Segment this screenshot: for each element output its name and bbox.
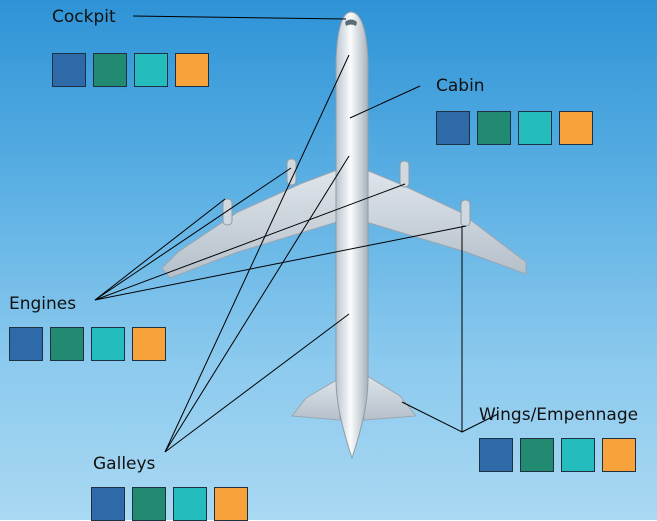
- cabin-swatches: [436, 111, 593, 145]
- swatch-blue[interactable]: [436, 111, 470, 145]
- swatch-orange[interactable]: [175, 53, 209, 87]
- swatch-blue[interactable]: [9, 327, 43, 361]
- swatch-teal[interactable]: [518, 111, 552, 145]
- cockpit-label: Cockpit: [52, 7, 116, 27]
- swatch-green[interactable]: [477, 111, 511, 145]
- left-tailplane: [291, 377, 341, 421]
- engine-left-outer: [222, 198, 233, 226]
- swatch-green[interactable]: [520, 438, 554, 472]
- engines-label: Engines: [9, 294, 77, 314]
- engine-left-inner: [286, 158, 297, 186]
- engines-swatches: [9, 327, 166, 361]
- swatch-green[interactable]: [50, 327, 84, 361]
- swatch-blue[interactable]: [479, 438, 513, 472]
- fuselage: [335, 11, 369, 460]
- leader-lines: [94, 15, 499, 453]
- swatch-orange[interactable]: [132, 327, 166, 361]
- swatch-teal[interactable]: [91, 327, 125, 361]
- cabin-label: Cabin: [436, 76, 485, 96]
- swatch-teal[interactable]: [561, 438, 595, 472]
- galleys-label: Galleys: [93, 454, 156, 474]
- swatch-orange[interactable]: [559, 111, 593, 145]
- cockpit-windshield: [345, 19, 357, 26]
- swatch-green[interactable]: [132, 487, 166, 521]
- swatch-blue[interactable]: [91, 487, 125, 521]
- engine-right-inner: [399, 160, 410, 188]
- swatch-teal[interactable]: [173, 487, 207, 521]
- right-tailplane: [363, 373, 417, 421]
- swatch-teal[interactable]: [134, 53, 168, 87]
- wings-empennage-label: Wings/Empennage: [479, 405, 639, 425]
- left-wing: [161, 169, 338, 279]
- engine-right-outer: [460, 199, 471, 227]
- swatch-green[interactable]: [93, 53, 127, 87]
- airplane: [161, 11, 527, 460]
- swatch-orange[interactable]: [602, 438, 636, 472]
- swatch-blue[interactable]: [52, 53, 86, 87]
- swatch-orange[interactable]: [214, 487, 248, 521]
- cockpit-swatches: [52, 53, 209, 87]
- galleys-swatches: [91, 487, 248, 521]
- wings-empennage-swatches: [479, 438, 636, 472]
- right-wing: [365, 169, 527, 275]
